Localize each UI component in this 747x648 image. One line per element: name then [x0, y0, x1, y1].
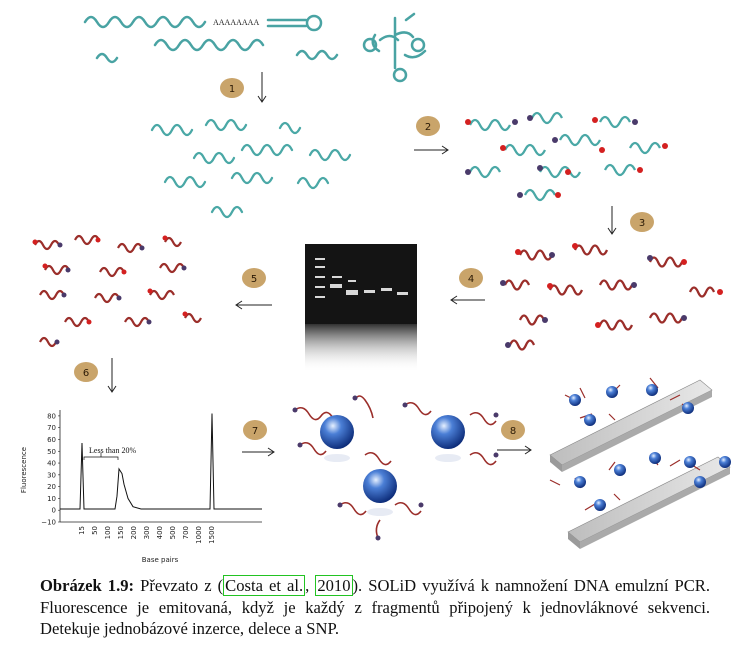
x-tick-label: 300 [143, 526, 151, 539]
slide-bead [684, 456, 696, 468]
slide-bead [569, 394, 581, 406]
chart-annotation-bracket [83, 453, 119, 460]
slide-bead [614, 464, 626, 476]
chart-x-ticks: 15 50 100 150 200 300 400 500 700 1000 1500 [78, 526, 216, 544]
citation-link-author[interactable]: Costa et al. [223, 575, 306, 596]
x-tick-label: 700 [182, 526, 190, 539]
chart-ylabel: Fluorescence [20, 447, 28, 493]
x-tick-label: 1000 [195, 526, 203, 544]
adaptor-fragments [465, 111, 668, 202]
chart-annotation: Less than 20% [89, 446, 136, 455]
y-tick-label: 0 [52, 507, 56, 515]
step-2: 2 [425, 122, 431, 133]
x-tick-label: 15 [78, 526, 86, 535]
caption-body: ). SOLiD využívá k namnožení DNA emulzní… [40, 576, 711, 638]
y-tick-label: 10 [47, 495, 56, 503]
slide-bead [682, 402, 694, 414]
figure-caption: Obrázek 1.9: Převzato z (Costa et al., 2… [40, 575, 710, 640]
y-tick-label: −10 [41, 519, 56, 527]
citation-separator: , [305, 576, 316, 595]
amplified-fragments [500, 243, 723, 351]
chart-trace [60, 413, 262, 510]
y-tick-label: 80 [47, 412, 56, 420]
emulsion-beads [292, 395, 499, 541]
bead-3 [363, 469, 397, 503]
chart-xlabel: Base pairs [142, 556, 179, 564]
fragments [150, 118, 352, 219]
y-tick-label: 70 [47, 424, 56, 432]
slide-bead [594, 499, 606, 511]
bead-1 [320, 415, 354, 449]
step-1: 1 [229, 84, 235, 95]
caption-label: Obrázek 1.9: [40, 576, 135, 595]
figure-illustration: AAAAAAAA 1 2 3 4 5 6 7 8 [20, 12, 731, 564]
poly-a-tail: AAAAAAAA [213, 18, 259, 27]
sequencing-slides [549, 377, 731, 549]
step-markers: 1 2 3 4 5 6 7 8 [74, 78, 654, 440]
gel-electrophoresis-image [305, 244, 417, 372]
slide-bead [649, 452, 661, 464]
x-tick-label: 200 [130, 526, 138, 539]
step-8: 8 [510, 426, 516, 437]
slide-bead [719, 456, 731, 468]
selected-fragments [32, 234, 202, 348]
citation-link-year[interactable]: 2010 [315, 575, 353, 596]
x-tick-label: 50 [91, 526, 99, 535]
flow-arrows [107, 72, 617, 457]
step-4: 4 [468, 274, 474, 285]
slide-bead [606, 386, 618, 398]
y-tick-label: 20 [47, 483, 56, 491]
slide-bead [574, 476, 586, 488]
slide-bead [646, 384, 658, 396]
x-tick-label: 500 [169, 526, 177, 539]
y-tick-label: 30 [47, 471, 56, 479]
step-5: 5 [251, 274, 257, 285]
step-7: 7 [252, 426, 258, 437]
y-tick-label: 50 [47, 448, 56, 456]
step-3: 3 [639, 218, 645, 229]
slide-bead [694, 476, 706, 488]
step-6: 6 [83, 368, 89, 379]
y-tick-label: 60 [47, 436, 56, 444]
x-tick-label: 150 [117, 526, 125, 539]
x-tick-label: 100 [104, 526, 112, 539]
y-tick-label: 40 [47, 460, 56, 468]
caption-prefix: Převzato z ( [134, 576, 224, 595]
x-tick-label: 400 [156, 526, 164, 539]
x-tick-label: 1500 [208, 526, 216, 544]
rna-molecules [83, 12, 427, 83]
chart-y-ticks: 80 70 60 50 40 30 20 10 0 −10 [41, 412, 60, 527]
bead-2 [431, 415, 465, 449]
slide-bead [584, 414, 596, 426]
